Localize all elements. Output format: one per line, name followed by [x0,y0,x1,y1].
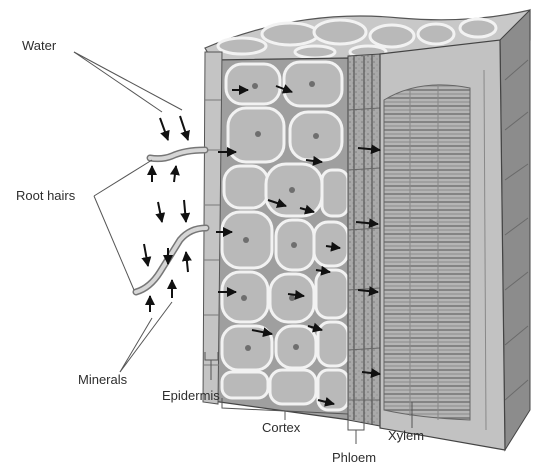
label-minerals: Minerals [78,372,128,387]
xylem-vessel-texture [384,85,470,420]
root-hair-upper [150,150,205,159]
label-water: Water [22,38,57,53]
label-phloem: Phloem [332,450,376,465]
label-cortex: Cortex [262,420,301,435]
label-root-hairs: Root hairs [16,188,76,203]
label-epidermis: Epidermis [162,388,220,403]
label-xylem: Xylem [388,428,424,443]
